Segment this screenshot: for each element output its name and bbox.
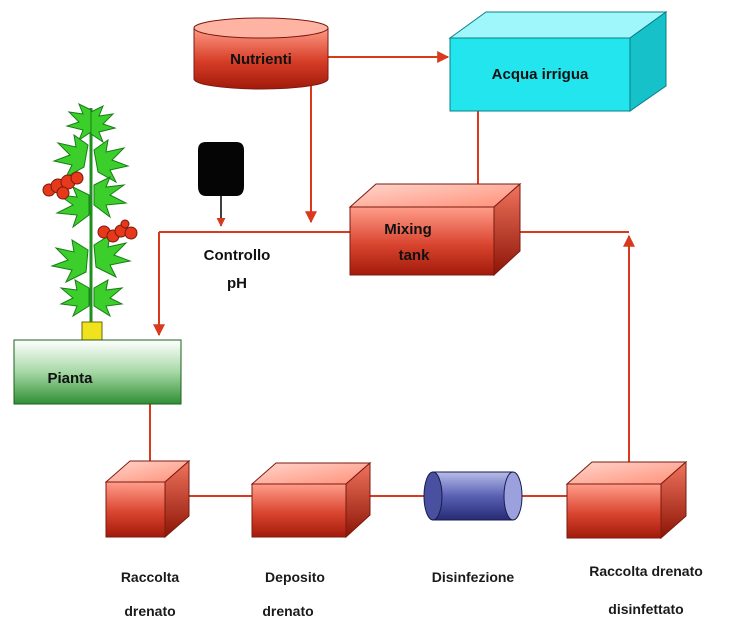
ph-probe-icon bbox=[198, 142, 244, 196]
deposito-drenato-label-line1: Deposito bbox=[265, 569, 325, 585]
raccolta-box-front bbox=[105, 481, 166, 538]
nutrienti-cylinder-body bbox=[193, 27, 329, 90]
pianta-node: Pianta bbox=[13, 339, 182, 405]
disinfezione-cylinder-body bbox=[432, 471, 514, 521]
acqua-irrigua-node: Acqua irrigua bbox=[448, 11, 668, 112]
mixing-tank-label-line1: Mixing bbox=[384, 221, 432, 238]
raccolta-dis-label-line1: Raccolta drenato bbox=[589, 563, 703, 579]
pianta-label: Pianta bbox=[47, 370, 93, 387]
acqua-box-top bbox=[448, 11, 668, 39]
raccolta-drenato-label-line2: drenato bbox=[124, 603, 175, 619]
nutrienti-node: Nutrienti bbox=[193, 17, 329, 90]
disinfezione-label: Disinfezione bbox=[432, 569, 515, 585]
raccolta-drenato-disinfettato-node bbox=[565, 460, 688, 540]
plant-pot bbox=[81, 321, 103, 341]
acqua-box-front bbox=[449, 37, 631, 112]
controllo-ph-node: Controllo pH bbox=[198, 142, 270, 292]
plant-leaves bbox=[50, 102, 132, 318]
nutrienti-cylinder-top bbox=[193, 17, 329, 39]
acqua-irrigua-label: Acqua irrigua bbox=[492, 66, 589, 83]
tomato-fruits bbox=[42, 171, 138, 243]
disinfezione-node bbox=[423, 471, 523, 521]
mixing-box-front bbox=[349, 206, 495, 276]
bottom-labels: Raccolta drenato Deposito drenato Disinf… bbox=[121, 563, 703, 619]
pianta-box bbox=[13, 339, 182, 405]
raccolta-drenato-node bbox=[104, 459, 191, 539]
deposito-drenato-label-line2: drenato bbox=[262, 603, 313, 619]
raccolta-dis-label-line2: disinfettato bbox=[608, 601, 683, 617]
controllo-ph-label-line2: pH bbox=[227, 275, 247, 292]
disinfezione-cylinder-left bbox=[423, 471, 443, 521]
tomato-plant-icon bbox=[42, 102, 138, 341]
mixing-box-top bbox=[348, 183, 522, 208]
deposito-drenato-node bbox=[250, 461, 372, 539]
flow-lines bbox=[140, 51, 635, 502]
nutrienti-label: Nutrienti bbox=[230, 51, 292, 68]
mixing-tank-node: Mixing tank bbox=[348, 182, 522, 277]
deposito-box-front bbox=[251, 483, 347, 538]
mixing-tank-label-line2: tank bbox=[399, 247, 431, 264]
raccolta-drenato-label-line1: Raccolta bbox=[121, 569, 180, 585]
raccolta-dis-box-front bbox=[566, 483, 662, 539]
controllo-ph-label-line1: Controllo bbox=[204, 247, 271, 264]
disinfezione-cylinder-right bbox=[503, 471, 523, 521]
